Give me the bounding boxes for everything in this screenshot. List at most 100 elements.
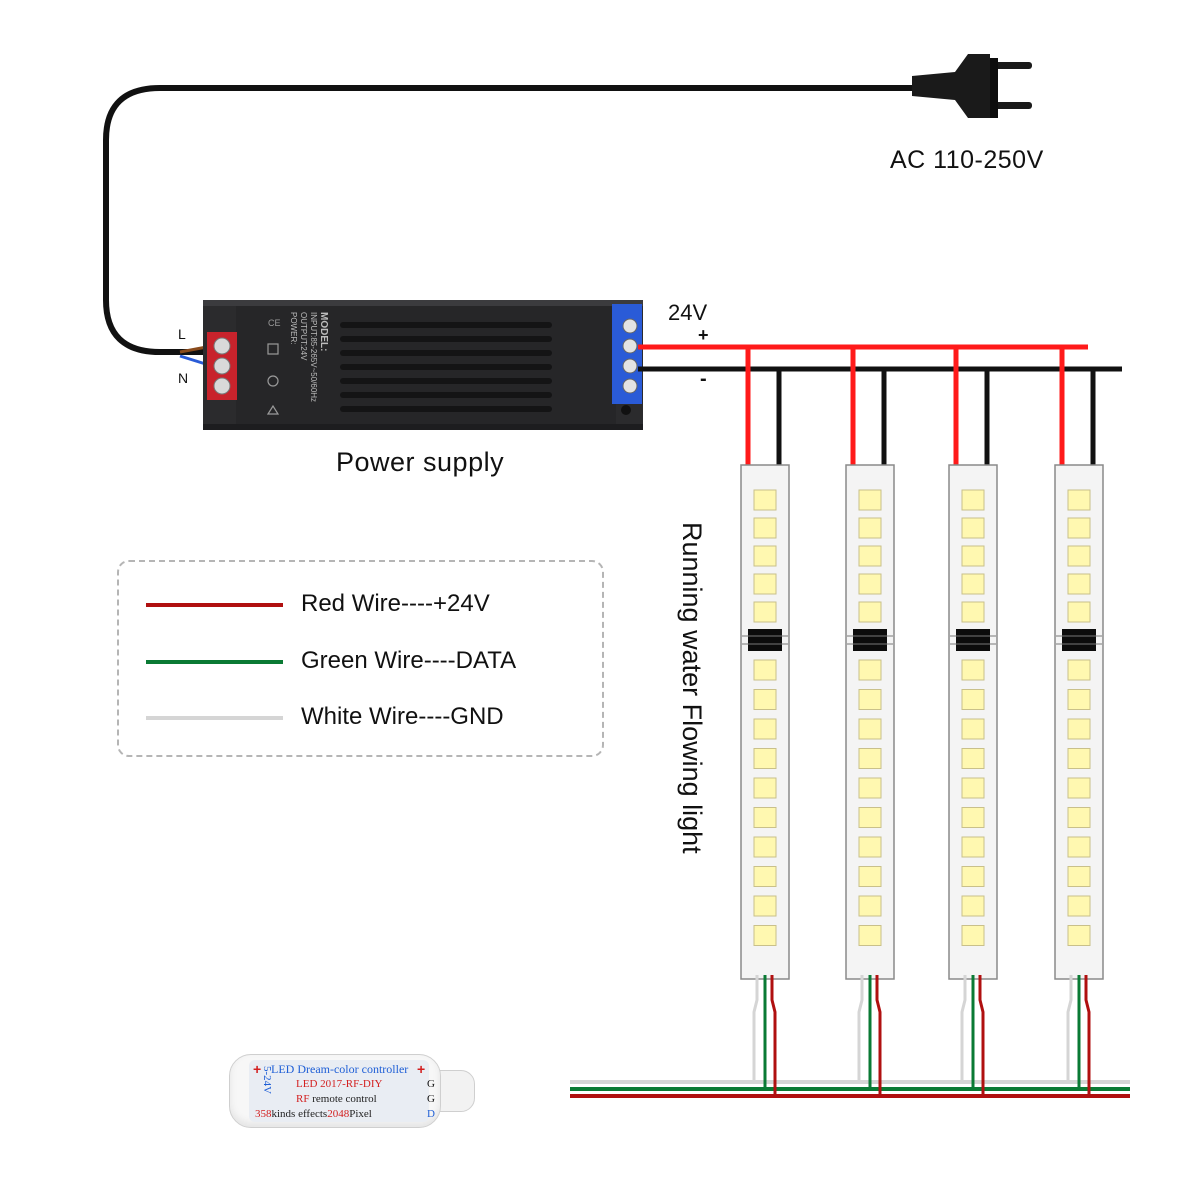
strip-2-led-9 [858,748,882,769]
strip-3-led-5 [961,601,985,623]
legend-row-green: Green Wire----DATA [119,642,602,682]
legend-text-red: Red Wire----+24V [301,590,490,617]
controller-pin-1: G [427,1078,435,1090]
strip-2-gnd-lead [857,975,864,1082]
controller-effects-count: 358 [255,1108,272,1120]
cert-icons: CE [266,318,281,415]
strip-4-gnd-lead [1066,975,1073,1082]
legend-row-red: Red Wire----+24V [119,585,602,625]
strip-1-led-6 [753,659,777,681]
strip-2-led-1 [858,489,882,511]
strip-3-led-9 [961,748,985,769]
strip-4-led-15 [1067,925,1091,946]
psu-spec-label: MODEL: INPUT:85-265V~50/60Hz OUTPUT:24V … [284,312,329,422]
strip-4-led-6 [1067,659,1091,681]
strip-3-vcc-lead [978,975,985,1096]
controller-pin-3: D [427,1108,435,1120]
strip-4-led-5 [1067,601,1091,623]
led-controller: + + LED Dream-color controller LED 2017-… [229,1054,475,1128]
strip-4-led-11 [1067,807,1091,828]
strip-4-vcc-lead [1084,975,1091,1096]
strip-4-led-2 [1067,517,1091,539]
strip-3-led-14 [961,895,985,917]
strip-2-ic-chip [853,629,887,651]
strip-2-vcc-lead [875,975,882,1096]
strip-3-led-10 [961,777,985,799]
controller-model: LED 2017-RF-DIY [296,1078,383,1090]
controller-plus-left: + [253,1061,262,1077]
power-supply-unit: CE [203,300,643,430]
legend-swatch-green [146,660,283,664]
wire-legend: Red Wire----+24V Green Wire----DATA Whit… [117,560,604,757]
power-supply-caption: Power supply [336,447,505,477]
strip-2-led-11 [858,807,882,828]
strip-4-led-8 [1067,718,1091,740]
neutral-pin-label: N [178,370,189,386]
strip-3-led-13 [961,866,985,887]
strip-2-led-2 [858,517,882,539]
controller-pixel-count: 2048 [327,1108,350,1120]
strip-caption: Running water Flowing light [677,522,707,854]
ac-plug-icon [912,54,1032,118]
controller-voltage: 5-24V [261,1066,273,1095]
strip-4-led-7 [1067,689,1091,710]
strip-2-led-10 [858,777,882,799]
strip-2-led-3 [858,545,882,567]
strip-2-led-4 [858,573,882,595]
legend-row-white: White Wire----GND [119,698,602,738]
legend-swatch-red [146,603,283,607]
strip-1-led-12 [753,836,777,858]
controller-label-panel: + + LED Dream-color controller LED 2017-… [249,1060,435,1122]
strip-1-led-9 [753,748,777,769]
strip-3-led-4 [961,573,985,595]
strip-3-led-12 [961,836,985,858]
legend-swatch-white [146,716,283,720]
strip-2-led-5 [858,601,882,623]
strip-2-led-6 [858,659,882,681]
controller-pixel-text: Pixel [349,1108,372,1120]
strip-1-led-5 [753,601,777,623]
strip-4-led-14 [1067,895,1091,917]
ac-power-cord [103,85,915,355]
strip-1-led-15 [753,925,777,946]
strip-4-led-10 [1067,777,1091,799]
strip-1-ic-chip [748,629,782,651]
controller-effects-line: 358kinds effects2048Pixel [255,1108,372,1120]
controller-remote: remote control [309,1093,377,1105]
strip-1-led-10 [753,777,777,799]
strip-3-led-7 [961,689,985,710]
strip-3-ic-chip [956,629,990,651]
psu-vents [340,322,552,412]
strip-2-led-12 [858,836,882,858]
strip-4-led-4 [1067,573,1091,595]
strip-1-led-3 [753,545,777,567]
strip-4-led-13 [1067,866,1091,887]
strip-2-led-8 [858,718,882,740]
strip-3-led-2 [961,517,985,539]
legend-text-green: Green Wire----DATA [301,647,517,674]
ac-voltage-label: AC 110-250V [890,146,1044,174]
controller-plus-right: + [417,1061,426,1077]
strip-3-led-3 [961,545,985,567]
strip-3-led-6 [961,659,985,681]
legend-text-white: White Wire----GND [301,703,504,730]
strip-1-gnd-lead [752,975,759,1082]
strip-2-led-14 [858,895,882,917]
psu-input-text: INPUT:85-265V~50/60Hz [309,312,318,403]
strip-3-gnd-lead [960,975,967,1082]
led-strips [740,347,1104,1096]
output-voltage-label: 24V [668,300,708,325]
output-plus-label: + [698,325,709,345]
controller-rf: RF [296,1093,310,1105]
strip-4-led-3 [1067,545,1091,567]
strip-3-led-11 [961,807,985,828]
strip-3-led-1 [961,489,985,511]
strip-1-led-4 [753,573,777,595]
strip-1-led-11 [753,807,777,828]
strip-3-led-15 [961,925,985,946]
strip-1-led-14 [753,895,777,917]
controller-effects-text: kinds effects [271,1108,328,1120]
controller-pin-2: G [427,1093,435,1105]
